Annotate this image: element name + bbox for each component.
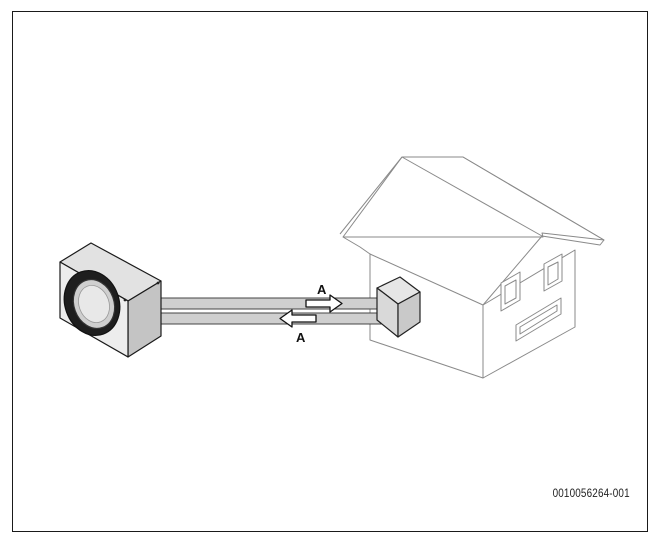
house — [339, 156, 605, 379]
indoor-unit — [376, 276, 421, 338]
pipe-lower — [149, 312, 384, 325]
fan-grille-icon — [63, 270, 121, 336]
outdoor-heat-pump — [59, 242, 162, 358]
flow-label-top: A — [317, 282, 327, 297]
flow-label-bottom: A — [296, 330, 306, 345]
figure-reference-id: 0010056264-001 — [552, 488, 630, 500]
pipe-upper — [149, 297, 384, 310]
flow-arrow-right — [305, 294, 343, 313]
flow-arrow-left — [279, 309, 317, 328]
